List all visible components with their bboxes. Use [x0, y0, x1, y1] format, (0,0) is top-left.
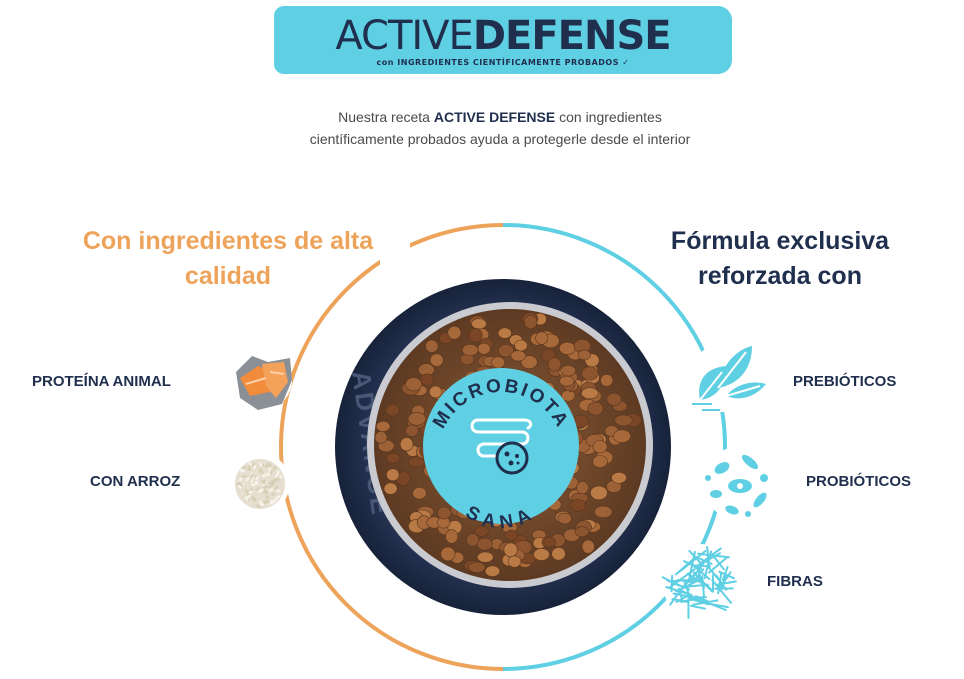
left-heading-line1: Con ingredientes de alta — [82, 227, 374, 255]
fibers-icon — [661, 544, 738, 620]
intro-part2: con ingredientes — [555, 109, 662, 125]
right-heading-line2: reforzada con — [698, 262, 862, 290]
left-heading-line2: calidad — [184, 262, 272, 290]
intestine-icon — [470, 418, 533, 458]
intro-text: Nuestra receta ACTIVE DEFENSE con ingred… — [250, 106, 750, 150]
product-banner: ACTIVEDEFENSE con INGREDIENTES CIENTÍFIC… — [274, 6, 732, 74]
bacteria-circle-icon — [495, 441, 529, 475]
label-fibras: FIBRAS — [767, 573, 823, 590]
leaves-icon — [689, 344, 766, 412]
label-con-arroz: CON ARROZ — [90, 473, 181, 490]
intro-part1: Nuestra receta — [338, 109, 434, 125]
rice-icon — [230, 453, 290, 513]
banner-title: ACTIVEDEFENSE — [274, 14, 732, 58]
intro-bold: ACTIVE DEFENSE — [433, 109, 556, 125]
salmon-icon — [232, 350, 292, 410]
right-heading-line1: Fórmula exclusiva — [670, 227, 890, 255]
label-proteina-animal: PROTEÍNA ANIMAL — [32, 373, 171, 390]
banner-title-light: ACTIVE — [335, 13, 473, 59]
label-prebioticos: PREBIÓTICOS — [793, 373, 897, 390]
banner-title-bold: DEFENSE — [472, 13, 672, 59]
left-heading: Con ingredientes de alta calidad — [58, 224, 398, 294]
ring-right-arc — [502, 223, 727, 671]
label-probioticos: PROBIÓTICOS — [806, 473, 912, 490]
microbiota-badge: MICROBIOTA SANA — [423, 368, 579, 534]
banner-subtitle: con INGREDIENTES CIENTÍFICAMENTE PROBADO… — [376, 58, 630, 67]
bacteria-icon — [702, 447, 774, 519]
right-heading: Fórmula exclusiva reforzada con — [630, 224, 930, 294]
intro-line2: científicamente probados ayuda a protege… — [309, 131, 691, 147]
